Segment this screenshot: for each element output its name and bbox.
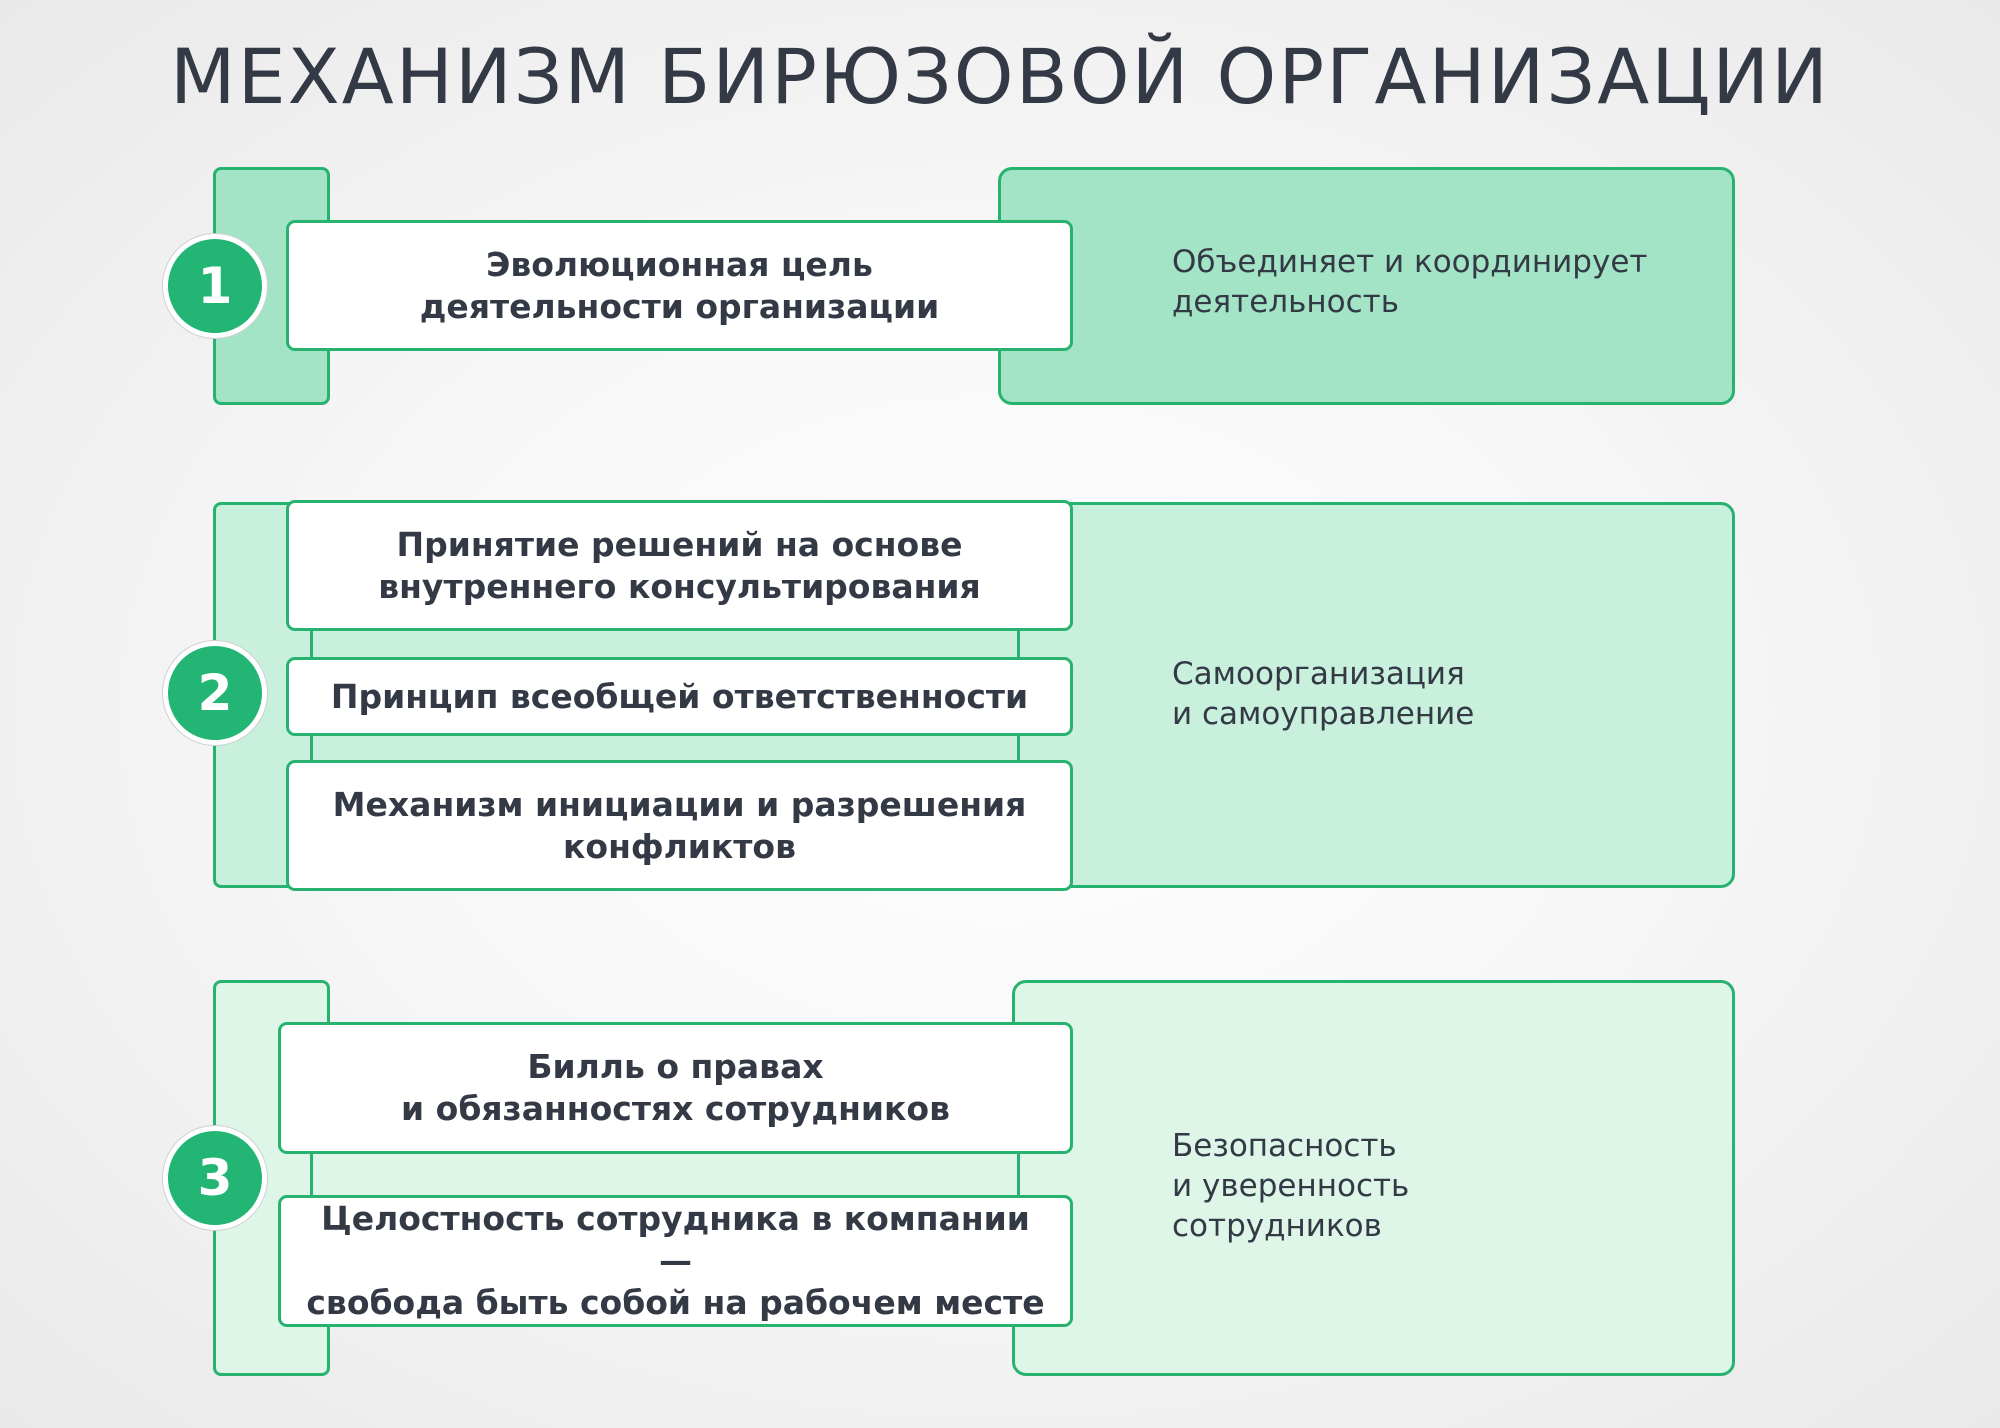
- group-2-description: Самоорганизация и самоуправление: [1172, 656, 1475, 732]
- group-1-description: Объединяет и координирует деятельность: [1172, 244, 1648, 320]
- group-3-item-2: Целостность сотрудника в компании — своб…: [278, 1195, 1073, 1327]
- page-title: МЕХАНИЗМ БИРЮЗОВОЙ ОРГАНИЗАЦИИ: [170, 32, 1830, 121]
- group-3-number-badge: 3: [163, 1126, 267, 1230]
- group-3-description-panel: [1012, 980, 1735, 1376]
- group-1-description-panel: [998, 167, 1735, 405]
- group-2-description-panel: [1012, 502, 1735, 888]
- group-1-number-badge: 1: [163, 234, 267, 338]
- group-2-item-1: Принятие решений на основе внутреннего к…: [286, 500, 1073, 631]
- group-2-item-2: Принцип всеобщей ответственности: [286, 657, 1073, 736]
- group-1-item-1: Эволюционная цель деятельности организац…: [286, 220, 1073, 351]
- group-2-number-badge: 2: [163, 641, 267, 745]
- group-3-item-1: Билль о правах и обязанностях сотруднико…: [278, 1022, 1073, 1154]
- group-2-item-3: Механизм инициации и разрешения конфликт…: [286, 760, 1073, 891]
- group-3-description: Безопасность и уверенность сотрудников: [1172, 1128, 1410, 1244]
